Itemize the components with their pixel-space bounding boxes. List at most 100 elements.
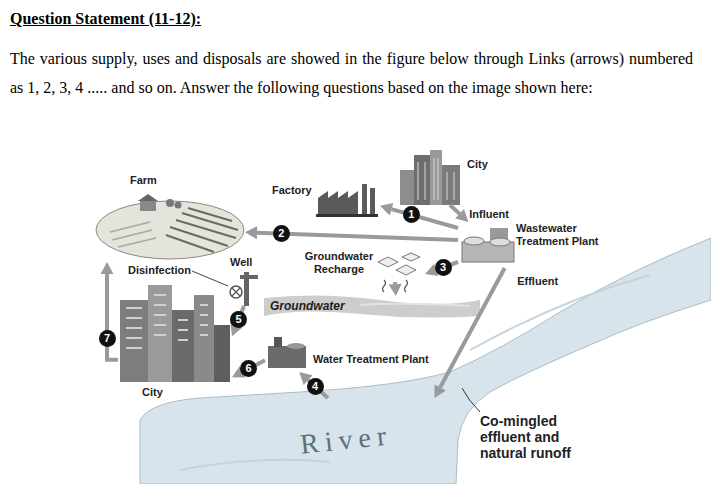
callout-number: 2 — [273, 225, 290, 242]
recharge-basins — [378, 257, 398, 267]
flow-label: Effluent — [517, 275, 558, 287]
node-label: Water Treatment Plant — [313, 353, 429, 366]
farm-picture — [138, 194, 158, 201]
farm-picture — [175, 202, 182, 209]
city-skyline — [418, 158, 454, 200]
arrow-line — [392, 209, 459, 228]
arrow-line — [450, 205, 460, 214]
city-buildings — [214, 325, 230, 382]
well-pipe — [230, 272, 258, 306]
flow-arrow — [232, 360, 265, 377]
arrow-head — [101, 262, 114, 274]
river-water — [140, 238, 711, 484]
recharge-basins — [402, 253, 420, 261]
flow-arrow — [389, 282, 402, 296]
factory-picture — [316, 184, 378, 217]
arrow-head — [455, 209, 468, 222]
wastewater-plant: Wastewater Treatment Plant — [458, 222, 631, 268]
node-label: River — [299, 419, 394, 460]
node-label: Well — [230, 256, 252, 269]
callout-number: 4 — [307, 378, 324, 395]
river: River — [250, 398, 455, 478]
groundwater-band: Groundwater — [264, 296, 480, 318]
river-water — [140, 238, 711, 484]
farm-picture — [96, 201, 244, 259]
farm-picture — [166, 208, 238, 252]
arrow-head — [380, 203, 393, 216]
flow-arrow — [435, 268, 505, 398]
arrow-line — [440, 268, 505, 387]
treatment-tanks — [464, 237, 484, 245]
groundwater-band — [264, 295, 480, 317]
callout-number: 3 — [435, 259, 452, 276]
farm-picture — [96, 194, 244, 259]
flow-arrow — [299, 372, 328, 398]
water-plant-picture — [274, 337, 282, 347]
groundwater-band — [264, 295, 480, 317]
city-buildings — [194, 295, 214, 382]
node-label: Groundwater Recharge — [300, 250, 378, 276]
water-plant-picture — [268, 346, 306, 368]
process-label: Disinfection — [128, 264, 191, 276]
city-skyline — [442, 165, 460, 205]
water-plant-picture — [287, 343, 305, 349]
well-pipe — [230, 286, 242, 298]
arrow-line — [393, 282, 397, 284]
city-buildings — [120, 300, 148, 382]
farm-picture — [110, 222, 156, 247]
factory-picture — [370, 188, 375, 216]
factory-picture — [316, 214, 378, 217]
flow-arrow — [450, 205, 468, 222]
farm-picture — [166, 199, 174, 207]
factory-picture — [362, 184, 367, 216]
city-skyline — [400, 170, 414, 205]
callout-number: 6 — [240, 360, 257, 377]
well: Well — [226, 256, 262, 306]
water-plant-picture — [268, 337, 306, 368]
node-label: Factory — [272, 184, 312, 197]
recharge-basins — [396, 265, 416, 275]
factory-picture — [318, 191, 358, 216]
flow-label: Influent — [469, 208, 509, 220]
arrow-head — [389, 284, 402, 296]
callout-number: 7 — [99, 330, 116, 347]
city-skyline — [414, 155, 430, 205]
node-label: Farm — [130, 174, 157, 187]
farm-picture — [140, 201, 156, 211]
city-skyline — [400, 150, 460, 205]
factory: Factory — [268, 180, 380, 218]
river-water — [180, 275, 650, 470]
city-buildings — [120, 285, 230, 382]
treatment-tanks — [462, 228, 514, 262]
well-pipe — [240, 275, 258, 279]
water-treatment-plant: Water Treatment Plant — [265, 333, 445, 372]
city-buildings — [148, 285, 172, 382]
arrow-head — [245, 226, 257, 239]
arrow-line — [107, 274, 118, 360]
disinfection-leader — [192, 271, 228, 286]
city: City — [395, 148, 495, 205]
question-title: Question Statement (11-12): — [10, 10, 201, 28]
groundwater-band — [360, 304, 470, 306]
note-text: Co-mingled effluent and natural runoff — [480, 413, 592, 461]
node-label: Wastewater Treatment Plant — [516, 222, 628, 248]
callout-number: 1 — [403, 206, 420, 223]
question-text: The various supply, uses and disposals a… — [10, 44, 693, 102]
node-label: Groundwater — [270, 300, 345, 313]
farm: Farm — [95, 172, 245, 262]
runoff-leader — [462, 388, 480, 412]
callout-number: 5 — [230, 311, 247, 328]
city-skyline — [430, 150, 442, 205]
node-label: City — [467, 158, 488, 171]
recharge-basin: Groundwater Recharge — [300, 250, 425, 282]
treatment-tanks — [490, 238, 510, 246]
city-buildings — [126, 295, 208, 348]
city: City — [118, 278, 232, 402]
well-pipe — [232, 288, 240, 296]
flow-arrow — [380, 203, 458, 228]
node-label: City — [142, 386, 163, 399]
arrow-head — [435, 384, 446, 398]
